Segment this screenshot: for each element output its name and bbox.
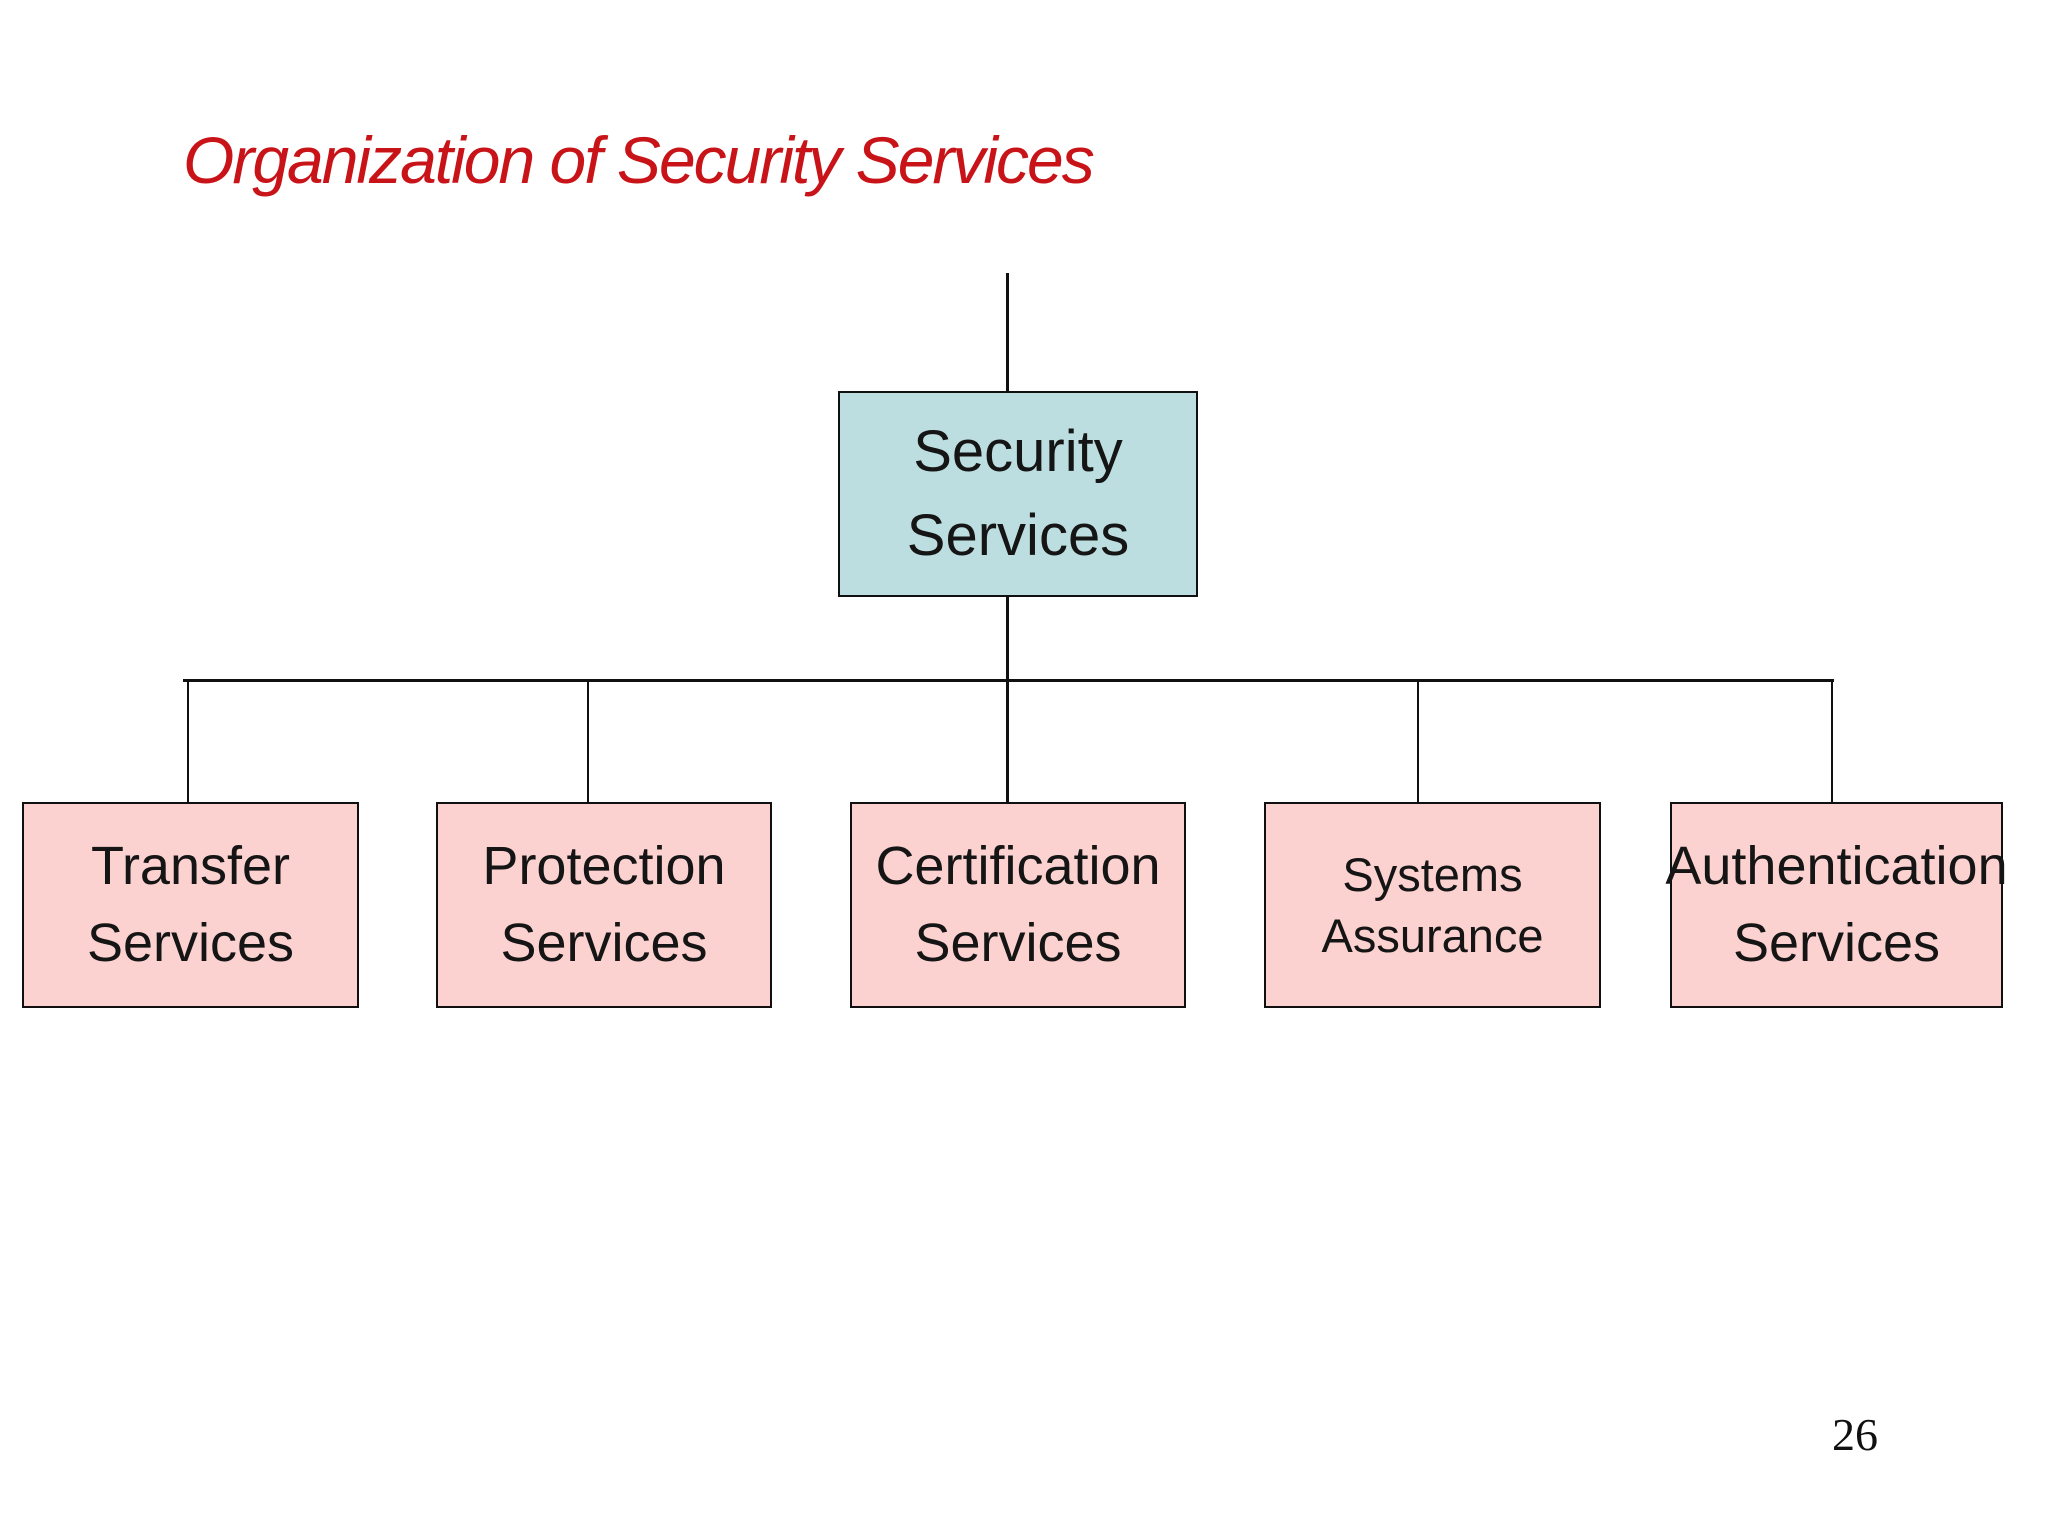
child-box-label-line1: Systems bbox=[1342, 847, 1523, 901]
connector-drop-transfer bbox=[187, 680, 189, 803]
child-box-label-line2: Services bbox=[914, 913, 1122, 973]
child-box-label-line2: Services bbox=[86, 913, 295, 973]
child-box-authentication-services: Authentication Services bbox=[1665, 802, 2008, 1008]
child-box-label-line2: Services bbox=[500, 913, 708, 973]
child-box-label-line1: Transfer bbox=[90, 836, 291, 897]
connector-horizontal-bus bbox=[183, 679, 1834, 682]
child-box-transfer-services: Transfer Services bbox=[22, 802, 359, 1008]
child-box-label-line2: Assurance bbox=[1321, 909, 1544, 962]
slide-title: Organization of Security Services bbox=[183, 123, 1095, 197]
root-box-security-services: Security Services bbox=[838, 391, 1198, 597]
child-box-label-line2: Services bbox=[1732, 913, 1941, 973]
connector-drop-systems-assurance bbox=[1417, 680, 1419, 803]
connector-top-vertical bbox=[1006, 273, 1009, 392]
root-box-label-line2: Services bbox=[906, 503, 1130, 568]
connector-root-to-certification bbox=[1006, 597, 1009, 803]
child-box-systems-assurance: Systems Assurance bbox=[1264, 802, 1601, 1008]
child-box-protection-services: Protection Services bbox=[436, 802, 772, 1008]
child-box-label-line1: Certification bbox=[875, 836, 1161, 897]
root-box-label-line1: Security bbox=[913, 419, 1123, 485]
connector-drop-protection bbox=[587, 680, 589, 803]
child-box-certification-services: Certification Services bbox=[850, 802, 1186, 1008]
page-number: 26 bbox=[1832, 1409, 1878, 1460]
child-box-label-line1: Protection bbox=[482, 836, 726, 897]
connector-drop-authentication bbox=[1831, 680, 1833, 803]
child-box-label-line1: Authentication bbox=[1665, 836, 2008, 897]
